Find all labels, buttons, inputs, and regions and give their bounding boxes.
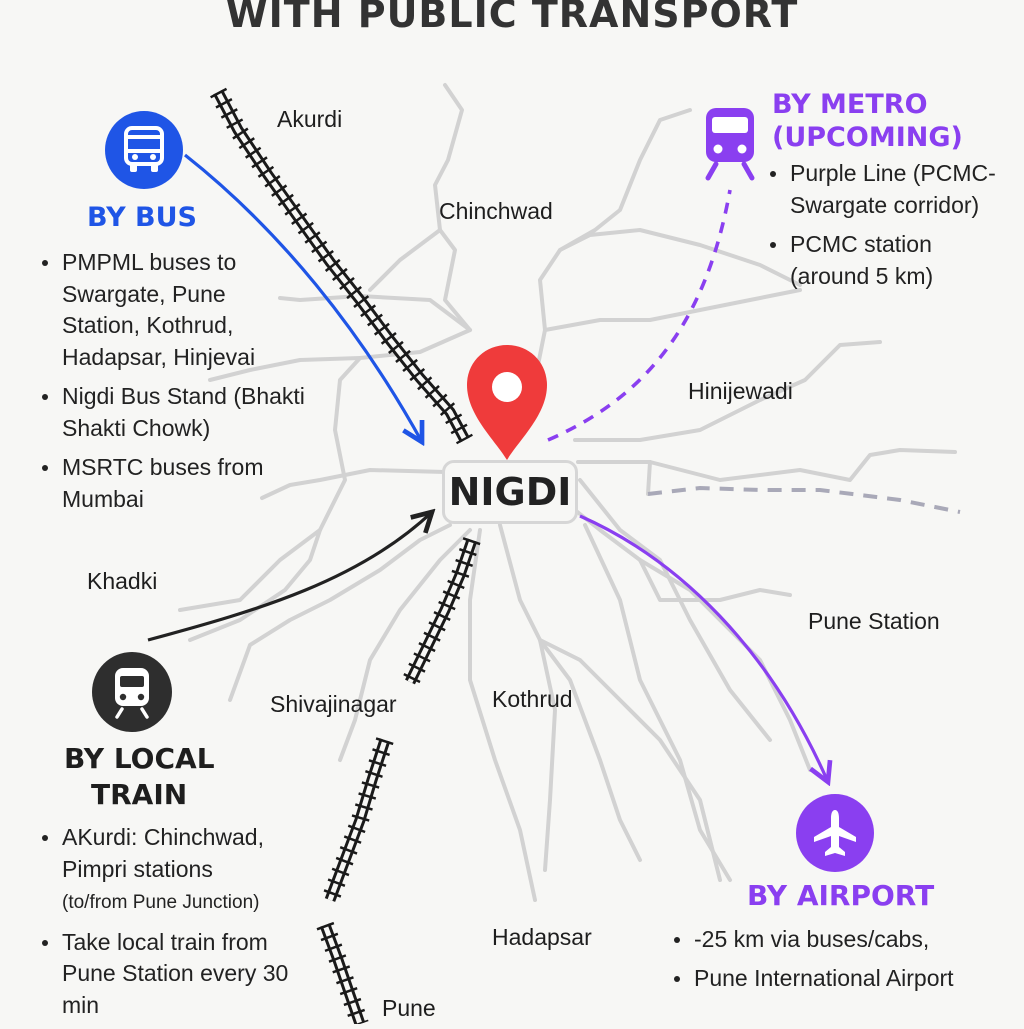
- list-item: PCMC station (around 5 km): [768, 229, 998, 292]
- train-route-arrow: [147, 512, 432, 642]
- dashed-road-east: [647, 485, 961, 514]
- list-item: PMPML buses to Swargate, Pune Station, K…: [40, 247, 290, 373]
- bus-info-list: PMPML buses to Swargate, Pune Station, K…: [40, 247, 305, 523]
- place-akurdi: Akurdi: [277, 106, 343, 132]
- airplane-icon: [796, 794, 874, 872]
- place-pune: Pune: [382, 995, 436, 1021]
- location-pin-icon: [467, 345, 547, 460]
- place-chinchwad: Chinchwad: [439, 198, 553, 224]
- bus-icon: [105, 111, 183, 189]
- place-hinijewadi: Hinijewadi: [688, 378, 793, 404]
- airport-title: BY AIRPORT: [747, 879, 935, 912]
- place-kothrud: Kothrud: [492, 686, 573, 712]
- airport-info-list: -25 km via buses/cabs, Pune Internationa…: [672, 924, 1017, 1001]
- train-info-list: AKurdi: Chinchwad, Pimpri stations (to/f…: [40, 822, 320, 1029]
- metro-train-icon: [700, 104, 760, 182]
- train-item-main: AKurdi: Chinchwad, Pimpri stations: [62, 824, 264, 882]
- airport-route-arrow: [579, 514, 828, 782]
- place-shivajinagar: Shivajinagar: [270, 691, 397, 717]
- train-title-line2: TRAIN: [91, 778, 188, 811]
- bus-title: BY BUS: [87, 202, 198, 233]
- road-network: [178, 83, 957, 902]
- train-title-line1: BY LOCAL: [64, 742, 215, 775]
- list-item: Pune International Airport: [672, 963, 1017, 995]
- list-item: Nigdi Bus Stand (Bhakti Shakti Chowk): [40, 381, 332, 444]
- metro-route-dashed: [547, 189, 732, 442]
- list-item: Purple Line (PCMC-Swargate corridor): [768, 158, 998, 221]
- place-pune-station: Pune Station: [808, 608, 940, 634]
- list-item: Take local train from Pune Station every…: [40, 927, 302, 1022]
- train-item-note: (to/from Pune Junction): [62, 892, 260, 913]
- list-item: MSRTC buses from Mumbai: [40, 452, 290, 515]
- center-location-label: NIGDI: [442, 460, 578, 524]
- list-item: -25 km via buses/cabs,: [672, 924, 1017, 956]
- local-train-icon: [92, 652, 172, 732]
- railway-tracks: [210, 87, 481, 1024]
- page-title: WITH PUBLIC TRANSPORT: [225, 0, 799, 36]
- place-hadapsar: Hadapsar: [492, 924, 592, 950]
- metro-title-line2: (UPCOMING): [772, 122, 963, 153]
- bus-route-arrow: [184, 153, 422, 442]
- place-khadki: Khadki: [87, 568, 158, 594]
- metro-info-list: Purple Line (PCMC-Swargate corridor) PCM…: [768, 158, 998, 300]
- list-item: AKurdi: Chinchwad, Pimpri stations (to/f…: [40, 822, 320, 919]
- metro-title-line1: BY METRO: [772, 89, 928, 120]
